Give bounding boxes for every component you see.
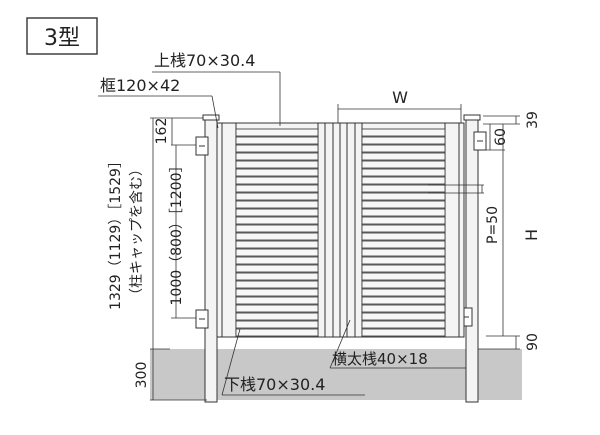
slat <box>235 248 319 257</box>
right-door-stile-outer <box>444 122 460 338</box>
slat <box>361 280 446 289</box>
slat <box>361 312 446 321</box>
slat <box>235 224 319 233</box>
latch-right-top <box>473 131 487 151</box>
left-door-stile-inner <box>317 122 341 338</box>
slat <box>361 160 446 169</box>
left-door <box>216 122 341 338</box>
slat <box>235 176 319 185</box>
hinge-left-bottom <box>195 309 209 329</box>
left-door-stile-outer <box>221 122 237 338</box>
height-label: H <box>522 229 541 241</box>
dim-bottom-gap: 90 <box>525 333 541 351</box>
slat <box>361 168 446 177</box>
slat <box>361 144 446 153</box>
slat <box>235 144 319 153</box>
slat <box>235 328 319 337</box>
left-post <box>204 117 218 403</box>
slat <box>235 256 319 265</box>
slat <box>361 256 446 265</box>
right-door-slats <box>361 128 446 337</box>
slat <box>361 224 446 233</box>
slat <box>235 200 319 209</box>
slat <box>361 304 446 313</box>
slat <box>235 264 319 273</box>
slat <box>235 304 319 313</box>
slat <box>235 232 319 241</box>
leader-cross-bar <box>329 319 351 369</box>
slat <box>235 192 319 201</box>
dim-overall-height: 1329（1129）［1529］ <box>108 154 124 310</box>
slat <box>235 184 319 193</box>
leader-bottom-rail <box>221 328 241 396</box>
slat <box>235 128 319 137</box>
dim-overall-note: （柱キャップを含む） <box>129 162 145 302</box>
slat <box>361 200 446 209</box>
slat <box>235 152 319 161</box>
slat <box>361 296 446 305</box>
leader-frame <box>211 95 219 129</box>
slat <box>361 288 446 297</box>
dim-embed-300: 300 <box>134 362 150 389</box>
left-post-cap <box>202 114 220 121</box>
slat <box>361 216 446 225</box>
slat <box>235 160 319 169</box>
slat <box>235 288 319 297</box>
slat <box>361 208 446 217</box>
slat <box>361 320 446 329</box>
slat <box>361 128 446 137</box>
slat <box>235 312 319 321</box>
slat <box>361 240 446 249</box>
type-label: 3型 <box>44 26 80 51</box>
slat <box>361 264 446 273</box>
slat <box>361 272 446 281</box>
slat <box>361 192 446 201</box>
right-door <box>339 122 465 338</box>
dim-top-gap: 39 <box>525 111 541 129</box>
slat <box>361 248 446 257</box>
dim-left-162: 162 <box>154 118 170 145</box>
left-door-slats <box>235 128 319 337</box>
dim-fence-height: 1000（800）［1200］ <box>169 159 185 306</box>
bottom-rail-label: 下桟70×30.4 <box>224 375 325 394</box>
slat <box>235 280 319 289</box>
slat <box>235 320 319 329</box>
right-post-cap <box>463 114 481 121</box>
slat <box>361 184 446 193</box>
frame-label: 框120×42 <box>100 76 180 95</box>
slat <box>235 216 319 225</box>
slat <box>361 152 446 161</box>
slat <box>235 168 319 177</box>
slat <box>361 232 446 241</box>
slat <box>235 272 319 281</box>
width-label: W <box>392 88 408 107</box>
top-rail-label: 上桟70×30.4 <box>154 51 255 70</box>
pitch-label: P=50 <box>485 206 501 244</box>
right-post <box>465 117 479 403</box>
hinge-left-top <box>195 136 209 156</box>
slat <box>361 136 446 145</box>
dim-cap-60: 60 <box>493 128 509 146</box>
slat <box>235 240 319 249</box>
slat <box>235 136 319 145</box>
slat <box>235 208 319 217</box>
right-door-stile-inner <box>339 122 363 338</box>
slat <box>361 176 446 185</box>
cross-bar-label: 横太桟40×18 <box>332 350 428 368</box>
slat <box>235 296 319 305</box>
type-label-box <box>26 17 98 55</box>
slat <box>361 328 446 337</box>
